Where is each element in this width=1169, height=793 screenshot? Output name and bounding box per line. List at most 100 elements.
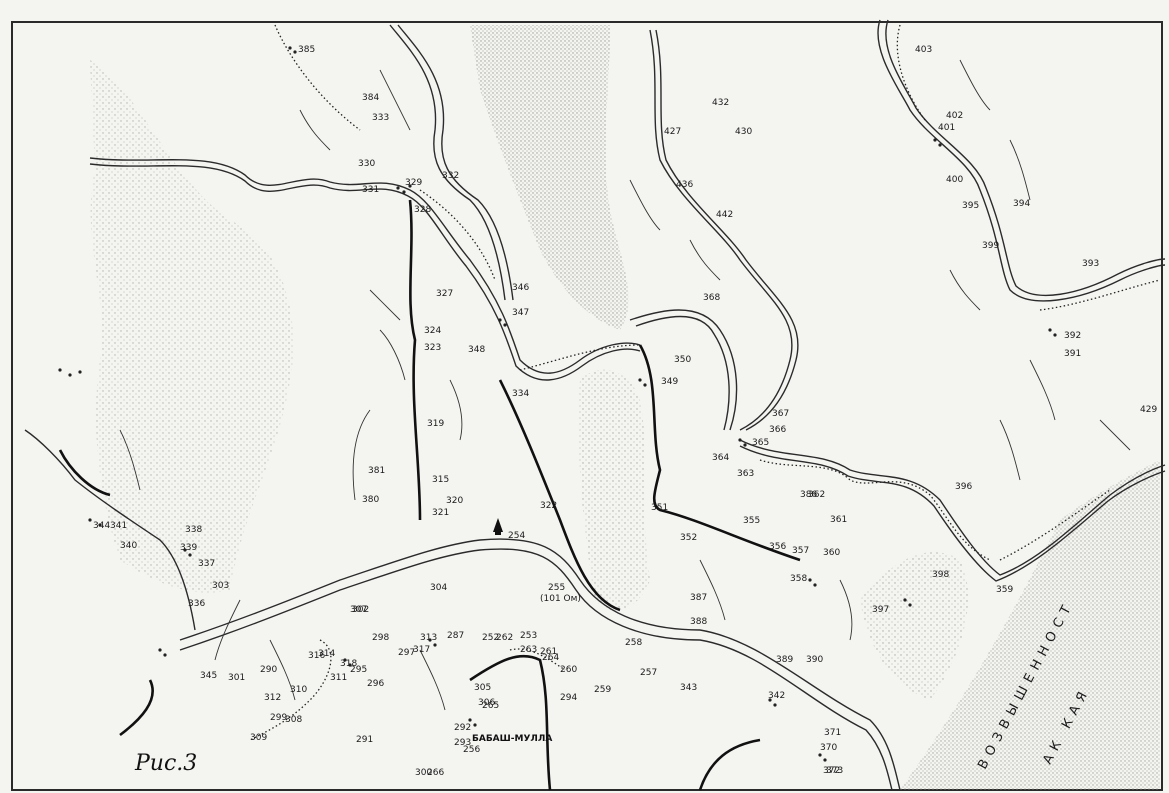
- north-road-bank: [397, 24, 514, 301]
- site-number-label: 319: [427, 419, 444, 429]
- ridge-line: [58, 449, 111, 497]
- site-number-label: 262: [496, 633, 513, 643]
- site-number-label: 330: [358, 159, 375, 169]
- side-river-bank: [655, 29, 799, 431]
- site-number-label: 332: [442, 171, 459, 181]
- site-number-label: 338: [185, 525, 202, 535]
- site-number-label: 349: [661, 377, 678, 387]
- site-number-label: 263: [520, 645, 537, 655]
- site-number-label: 371: [824, 728, 841, 738]
- site-number-label: 337: [198, 559, 215, 569]
- site-number-label: 324: [424, 326, 441, 336]
- site-number-label: 266: [427, 768, 444, 778]
- site-number-label: 384: [362, 93, 379, 103]
- site-number-label: 386: [800, 490, 817, 500]
- valley-road: [179, 538, 901, 791]
- site-number-label: 261: [540, 647, 557, 657]
- river-main-bank: [89, 163, 641, 381]
- site-number-label: 291: [356, 735, 373, 745]
- site-number-label: 396: [955, 482, 972, 492]
- site-number-label: 317: [413, 645, 430, 655]
- center-river: [629, 309, 738, 431]
- peak-label: (101 Ом): [540, 594, 581, 604]
- site-number-label: 364: [712, 453, 729, 463]
- east-river-bank: [885, 19, 1166, 297]
- site-number-label: 361: [830, 515, 847, 525]
- site-number-label: 367: [772, 409, 789, 419]
- site-number-label: 388: [690, 617, 707, 627]
- site-number-label: 334: [512, 389, 529, 399]
- site-number-label: 429: [1140, 405, 1157, 415]
- peak-marker: [493, 518, 503, 535]
- site-number-label: 252: [482, 633, 499, 643]
- river-main: [89, 157, 641, 374]
- site-number-label: 397: [872, 605, 889, 615]
- terrain-zone: [860, 552, 969, 700]
- site-number-label: 313: [420, 633, 437, 643]
- site-number-label: 308: [285, 715, 302, 725]
- site-number-label: 398: [932, 570, 949, 580]
- site-number-label: 432: [712, 98, 729, 108]
- site-number-label: 305: [474, 683, 491, 693]
- site-number-label: 393: [1082, 259, 1099, 269]
- site-number-label: 318: [340, 659, 357, 669]
- escarpments: [249, 24, 1161, 741]
- site-number-label: 427: [664, 127, 681, 137]
- site-number-label: 256: [463, 745, 480, 755]
- site-number-label: 259: [594, 685, 611, 695]
- site-number-label: 316: [308, 651, 325, 661]
- center-river-bank: [635, 315, 730, 431]
- site-number-label: 345: [200, 671, 217, 681]
- site-number-label: 348: [468, 345, 485, 355]
- site-number-label: 365: [752, 438, 769, 448]
- site-number-label: 320: [446, 496, 463, 506]
- site-number-label: 315: [432, 475, 449, 485]
- site-number-label: 300: [415, 768, 432, 778]
- site-number-label: 442: [716, 210, 733, 220]
- site-number-label: 296: [367, 679, 384, 689]
- site-number-label: 342: [768, 691, 785, 701]
- waterways: [24, 19, 1166, 791]
- site-number-label: 363: [737, 469, 754, 479]
- site-number-label: 339: [180, 543, 197, 553]
- site-number-label: 309: [250, 733, 267, 743]
- site-number-label: 321: [432, 508, 449, 518]
- site-number-label: 392: [1064, 331, 1081, 341]
- site-number-label: 381: [368, 466, 385, 476]
- site-number-label: 329: [405, 178, 422, 188]
- site-number-label: 298: [372, 633, 389, 643]
- site-number-label: 311: [330, 673, 347, 683]
- site-number-label: 402: [946, 111, 963, 121]
- site-number-label: 322: [540, 501, 557, 511]
- site-number-label: 351: [651, 503, 668, 513]
- site-number-label: 394: [1013, 199, 1030, 209]
- ridge-line: [469, 654, 552, 791]
- site-number-label: 360: [823, 548, 840, 558]
- site-number-label: 372: [823, 766, 840, 776]
- site-number-label: 343: [680, 683, 697, 693]
- site-number-label: 366: [769, 425, 786, 435]
- site-number-label: 314: [318, 649, 335, 659]
- terrain-zone: [470, 25, 629, 330]
- terrain-zone: [578, 369, 650, 611]
- site-number-label: 403: [915, 45, 932, 55]
- valley-road-bank: [179, 548, 893, 791]
- site-number-label: 257: [640, 668, 657, 678]
- site-number-label: 260: [560, 665, 577, 675]
- site-number-label: 436: [676, 180, 693, 190]
- site-number-label: 327: [436, 289, 453, 299]
- site-number-label: 389: [776, 655, 793, 665]
- site-number-label: 362: [808, 490, 825, 500]
- site-number-label: 331: [362, 185, 379, 195]
- site-number-label: 385: [298, 45, 315, 55]
- site-number-label: 302: [352, 605, 369, 615]
- site-number-label: 254: [508, 531, 525, 541]
- site-number-label: 340: [120, 541, 137, 551]
- site-number-label: 292: [454, 723, 471, 733]
- site-number-label: 336: [188, 599, 205, 609]
- site-number-label: 387: [690, 593, 707, 603]
- site-number-label: 293: [454, 738, 471, 748]
- site-number-labels: 3853843333303313293323283273243233193153…: [93, 45, 1157, 778]
